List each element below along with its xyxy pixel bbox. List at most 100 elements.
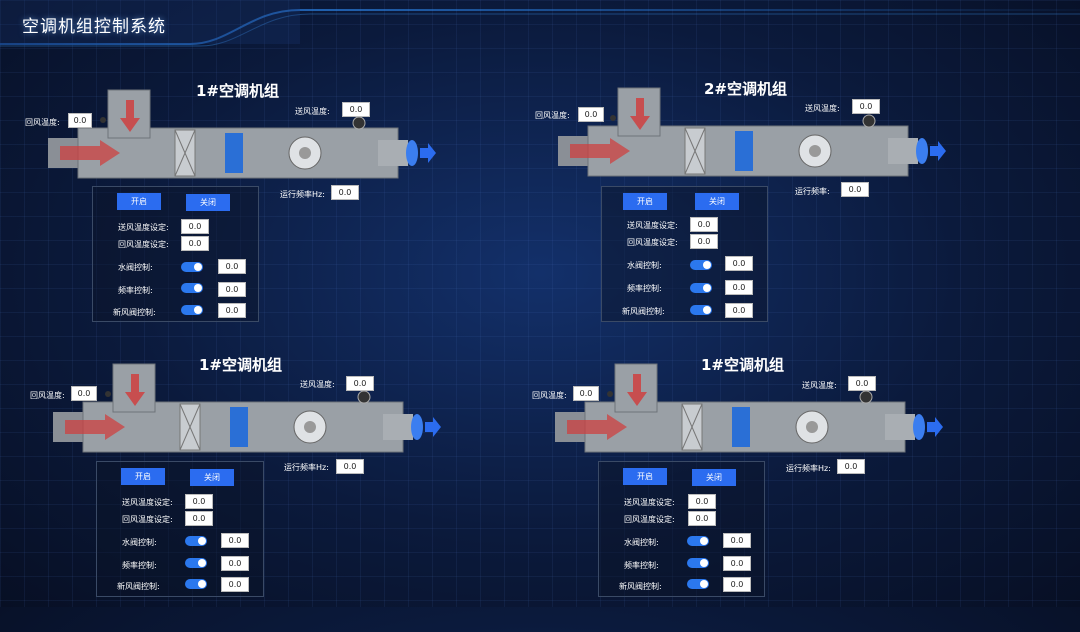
return-set-input[interactable]: 0.0: [181, 236, 209, 251]
run-freq-label: 运行频率:: [795, 187, 830, 196]
freq-ctrl-toggle[interactable]: [181, 283, 203, 293]
ahu-diagram: [558, 87, 946, 177]
run-freq-value: 0.0: [841, 182, 869, 197]
freq-ctrl-toggle[interactable]: [690, 283, 712, 293]
fresh-valve-toggle[interactable]: [185, 579, 207, 589]
run-freq-label: 运行频率Hz:: [280, 190, 325, 199]
return-set-label: 回风温度设定:: [118, 240, 169, 249]
supply-temp-value: 0.0: [852, 99, 880, 114]
fresh-valve-value[interactable]: 0.0: [725, 303, 753, 318]
open-button[interactable]: 开启: [121, 468, 165, 485]
water-valve-label: 水阀控制:: [627, 261, 662, 270]
supply-temp-value: 0.0: [342, 102, 370, 117]
close-button[interactable]: 关闭: [190, 469, 234, 486]
water-valve-toggle[interactable]: [690, 260, 712, 270]
supply-set-input[interactable]: 0.0: [690, 217, 718, 232]
supply-set-input[interactable]: 0.0: [185, 494, 213, 509]
fresh-valve-toggle[interactable]: [687, 579, 709, 589]
supply-set-input[interactable]: 0.0: [688, 494, 716, 509]
supply-temp-label: 送风温度:: [802, 381, 837, 390]
return-set-input[interactable]: 0.0: [185, 511, 213, 526]
run-freq-value: 0.0: [837, 459, 865, 474]
ahu-diagram: [53, 363, 441, 453]
fresh-valve-value[interactable]: 0.0: [218, 303, 246, 318]
supply-set-label: 送风温度设定:: [624, 498, 675, 507]
water-valve-toggle[interactable]: [687, 536, 709, 546]
return-temp-label: 回风温度:: [30, 391, 65, 400]
unit-title: 1#空调机组: [196, 82, 280, 100]
water-valve-toggle[interactable]: [185, 536, 207, 546]
header-glow-line: [0, 0, 1080, 47]
close-button[interactable]: 关闭: [186, 194, 230, 211]
water-valve-label: 水阀控制:: [624, 538, 659, 547]
run-freq-label: 运行频率Hz:: [284, 463, 329, 472]
return-set-input[interactable]: 0.0: [688, 511, 716, 526]
water-valve-value[interactable]: 0.0: [218, 259, 246, 274]
freq-ctrl-value[interactable]: 0.0: [221, 556, 249, 571]
fresh-valve-toggle[interactable]: [690, 305, 712, 315]
supply-set-input[interactable]: 0.0: [181, 219, 209, 234]
fresh-valve-label: 新风阀控制:: [619, 582, 662, 591]
control-panel: 开启 关闭 送风温度设定: 0.0 回风温度设定: 0.0 水阀控制: 0.0 …: [601, 186, 768, 322]
fresh-valve-label: 新风阀控制:: [113, 308, 156, 317]
freq-ctrl-toggle[interactable]: [185, 558, 207, 568]
run-freq-label: 运行频率Hz:: [786, 464, 831, 473]
fresh-valve-label: 新风阀控制:: [117, 582, 160, 591]
ahu-diagram: [555, 363, 943, 453]
control-panel: 开启 关闭 送风温度设定: 0.0 回风温度设定: 0.0 水阀控制: 0.0 …: [96, 461, 264, 597]
supply-temp-label: 送风温度:: [300, 380, 335, 389]
water-valve-value[interactable]: 0.0: [221, 533, 249, 548]
control-panel: 开启 关闭 送风温度设定: 0.0 回风温度设定: 0.0 水阀控制: 0.0 …: [92, 186, 259, 322]
return-set-label: 回风温度设定:: [627, 238, 678, 247]
return-temp-label: 回风温度:: [532, 391, 567, 400]
water-valve-label: 水阀控制:: [118, 263, 153, 272]
header-bar: 空调机组控制系统: [0, 0, 1080, 52]
ahu-unit-1: 1#空调机组 回风温度: 0.0 送风温度: 0.0 运行频率Hz: 0.0 开…: [20, 78, 520, 358]
run-freq-value: 0.0: [336, 459, 364, 474]
freq-ctrl-toggle[interactable]: [687, 558, 709, 568]
background-grid: [0, 0, 1080, 607]
return-temp-label: 回风温度:: [535, 111, 570, 120]
return-temp-label: 回风温度:: [25, 118, 60, 127]
unit-title: 1#空调机组: [701, 356, 785, 374]
open-button[interactable]: 开启: [117, 193, 161, 210]
freq-ctrl-label: 频率控制:: [118, 286, 153, 295]
control-panel: 开启 关闭 送风温度设定: 0.0 回风温度设定: 0.0 水阀控制: 0.0 …: [598, 461, 765, 597]
return-set-label: 回风温度设定:: [624, 515, 675, 524]
return-set-input[interactable]: 0.0: [690, 234, 718, 249]
water-valve-value[interactable]: 0.0: [725, 256, 753, 271]
ahu-unit-2: 2#空调机组 回风温度: 0.0 送风温度: 0.0 运行频率: 0.0 开启 …: [530, 76, 1030, 356]
supply-temp-label: 送风温度:: [805, 104, 840, 113]
freq-ctrl-label: 频率控制:: [122, 561, 157, 570]
run-freq-value: 0.0: [331, 185, 359, 200]
water-valve-toggle[interactable]: [181, 262, 203, 272]
ahu-diagram: [48, 89, 436, 179]
fresh-valve-value[interactable]: 0.0: [221, 577, 249, 592]
return-temp-value: 0.0: [578, 107, 604, 122]
return-temp-value: 0.0: [68, 113, 92, 128]
water-valve-value[interactable]: 0.0: [723, 533, 751, 548]
close-button[interactable]: 关闭: [695, 193, 739, 210]
supply-temp-value: 0.0: [848, 376, 876, 391]
unit-title: 1#空调机组: [199, 356, 283, 374]
close-button[interactable]: 关闭: [692, 469, 736, 486]
supply-set-label: 送风温度设定:: [122, 498, 173, 507]
return-set-label: 回风温度设定:: [122, 515, 173, 524]
return-temp-value: 0.0: [573, 386, 599, 401]
return-temp-value: 0.0: [71, 386, 97, 401]
water-valve-label: 水阀控制:: [122, 538, 157, 547]
fresh-valve-value[interactable]: 0.0: [723, 577, 751, 592]
unit-title: 2#空调机组: [704, 80, 788, 98]
fresh-valve-toggle[interactable]: [181, 305, 203, 315]
open-button[interactable]: 开启: [623, 193, 667, 210]
freq-ctrl-value[interactable]: 0.0: [723, 556, 751, 571]
freq-ctrl-value[interactable]: 0.0: [218, 282, 246, 297]
freq-ctrl-value[interactable]: 0.0: [725, 280, 753, 295]
fresh-valve-label: 新风阀控制:: [622, 307, 665, 316]
open-button[interactable]: 开启: [623, 468, 667, 485]
freq-ctrl-label: 频率控制:: [624, 561, 659, 570]
freq-ctrl-label: 频率控制:: [627, 284, 662, 293]
ahu-unit-4: 1#空调机组 回风温度: 0.0 送风温度: 0.0 运行频率Hz: 0.0 开…: [527, 352, 1027, 632]
supply-set-label: 送风温度设定:: [118, 223, 169, 232]
supply-temp-value: 0.0: [346, 376, 374, 391]
